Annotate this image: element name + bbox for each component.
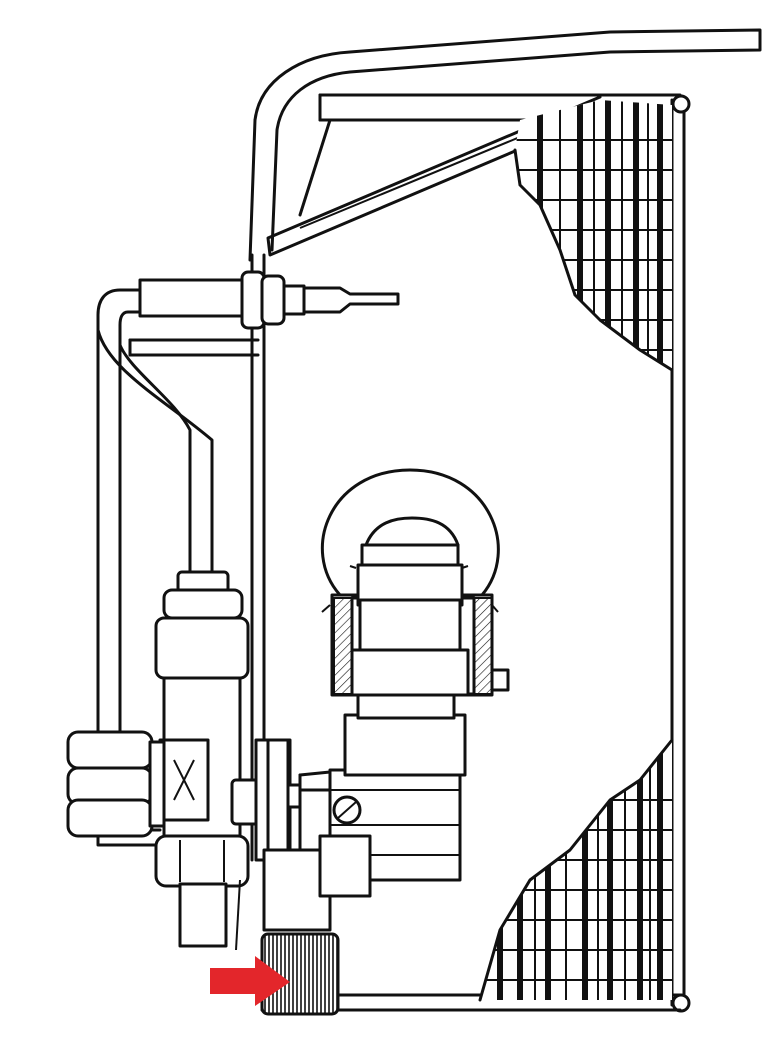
gas-valve-body xyxy=(154,570,250,840)
lamp-bulb xyxy=(320,468,500,607)
burner-body xyxy=(230,738,462,932)
lower-hex-fitting xyxy=(154,834,250,951)
lamp-neck xyxy=(350,598,470,697)
right-frame-post xyxy=(670,94,691,1013)
top-mesh-panel xyxy=(513,100,674,372)
bottom-mesh-panel xyxy=(478,738,674,1002)
side-hex-nut xyxy=(66,730,166,838)
red-right-arrow-icon xyxy=(210,956,290,1006)
pilot-bracket xyxy=(128,278,260,357)
thermocouple-nut xyxy=(240,270,400,330)
